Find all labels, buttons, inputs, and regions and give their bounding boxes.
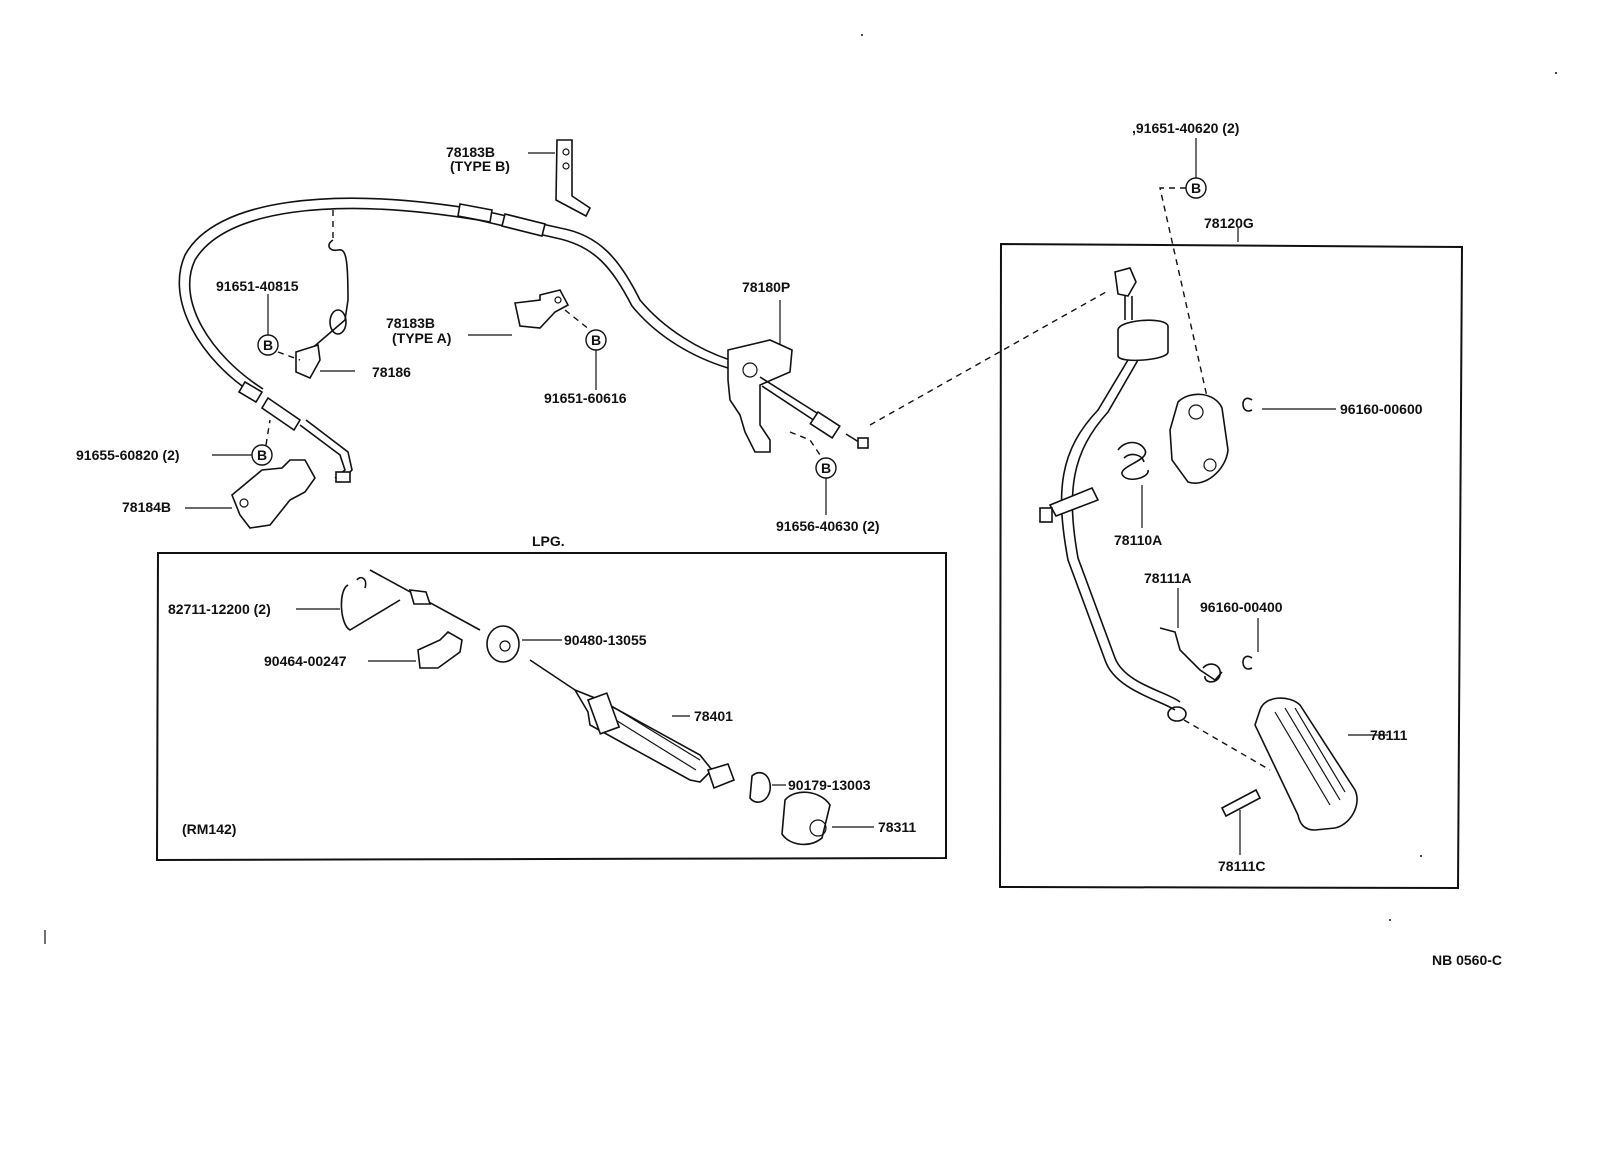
pin-78111C xyxy=(1220,788,1262,855)
svg-text:B: B xyxy=(263,337,273,353)
cable-bracket-78180P xyxy=(727,300,869,456)
label-78111A: 78111A xyxy=(1144,570,1192,586)
pedal-bracket xyxy=(1169,393,1336,484)
lpg-parts xyxy=(296,569,874,846)
bracket-78184B xyxy=(185,459,316,529)
label-78183B-type-a-number: 78183B xyxy=(386,315,435,331)
label-78180P: 78180P xyxy=(742,279,790,295)
label-78110A: 78110A xyxy=(1114,532,1162,548)
pedal-assembly-box xyxy=(998,228,1464,890)
rod-78186 xyxy=(295,210,355,380)
bolt-marker-91656-40630: B xyxy=(815,457,837,515)
clip-78183B-type-b xyxy=(528,139,592,218)
label-78184B: 78184B xyxy=(122,499,171,515)
part-labels: 78183B (TYPE B) 91651-40815 78183B (TYPE… xyxy=(76,120,1502,968)
pedal-pad-78111 xyxy=(1183,697,1388,831)
spring-78110A xyxy=(1117,441,1149,528)
label-78401: 78401 xyxy=(694,708,733,724)
label-78183B-type-b-sub: (TYPE B) xyxy=(450,158,510,174)
label-96160-00400: 96160-00400 xyxy=(1200,599,1283,615)
label-78186: 78186 xyxy=(372,364,411,380)
bolt-marker-91651-40620: B xyxy=(1159,138,1211,411)
label-96160-00600: 96160-00600 xyxy=(1340,401,1423,417)
label-91651-40620: ,91651-40620 (2) xyxy=(1132,120,1239,136)
label-78183B-type-b-number: 78183B xyxy=(446,144,495,160)
lpg-box xyxy=(155,552,947,862)
bolt-marker-91651-40815: B xyxy=(257,294,301,361)
label-91651-40815: 91651-40815 xyxy=(216,278,299,294)
svg-text:B: B xyxy=(821,460,831,476)
clip-78183B-type-a xyxy=(468,289,591,336)
drawing-reference: NB 0560-C xyxy=(1432,952,1502,968)
label-90480-13055: 90480-13055 xyxy=(564,632,647,648)
label-78183B-type-a-sub: (TYPE A) xyxy=(392,330,451,346)
scan-specks xyxy=(44,34,1557,944)
bolt-marker-91651-60616: B xyxy=(585,329,607,390)
label-90179-13003: 90179-13003 xyxy=(788,777,871,793)
svg-text:B: B xyxy=(591,332,601,348)
label-78311: 78311 xyxy=(878,819,916,835)
accelerator-cable xyxy=(178,197,731,483)
label-78111C: 78111C xyxy=(1218,858,1266,874)
label-82711-12200: 82711-12200 (2) xyxy=(168,601,271,617)
label-90464-00247: 90464-00247 xyxy=(264,653,347,669)
pedal-lever xyxy=(1039,267,1187,722)
label-78111: 78111 xyxy=(1370,727,1408,743)
bolt-marker-91655-60820: B xyxy=(212,419,273,466)
svg-text:B: B xyxy=(257,447,267,463)
label-lpg: LPG. xyxy=(532,533,565,549)
label-78120G: 78120G xyxy=(1204,215,1254,231)
label-rm142: (RM142) xyxy=(182,821,236,837)
label-91655-60820: 91655-60820 (2) xyxy=(76,447,180,463)
label-91656-40630: 91656-40630 (2) xyxy=(776,518,880,534)
svg-text:B: B xyxy=(1191,180,1201,196)
label-91651-60616: 91651-60616 xyxy=(544,390,627,406)
spring-78111A xyxy=(1159,588,1259,683)
cable-to-pedal-dash xyxy=(869,291,1107,426)
